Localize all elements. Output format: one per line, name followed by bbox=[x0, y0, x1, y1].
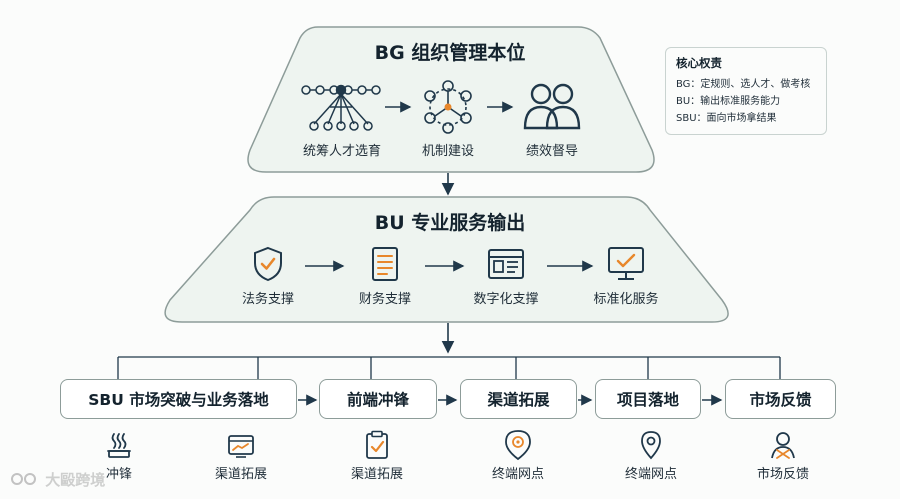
bg-trapezoid bbox=[247, 26, 655, 173]
shield-check-icon bbox=[250, 244, 286, 284]
watermark-logo-icon bbox=[11, 473, 36, 485]
mechanism-cycle-icon bbox=[418, 80, 478, 134]
top-item-label: 机制建设 bbox=[421, 144, 474, 159]
user-feedback-icon bbox=[767, 428, 799, 462]
location-target-icon bbox=[503, 428, 533, 462]
bottom-label: 市场反馈 bbox=[756, 467, 809, 482]
map-pin-icon bbox=[638, 428, 664, 462]
flow-box-frontline: 前端冲锋 bbox=[319, 379, 437, 419]
people-icon bbox=[522, 80, 582, 132]
bu-item-label: 数字化支撑 bbox=[473, 292, 539, 307]
monitor-check-icon bbox=[606, 244, 646, 284]
bu-title: BU 专业服务输出 bbox=[374, 212, 526, 234]
legend-box: 核心权责 BG：定规则、选人才、做考核 BU：输出标准服务能力 SBU：面向市场… bbox=[665, 47, 827, 135]
channel-screen-icon bbox=[226, 432, 256, 460]
flow-box-channel: 渠道拓展 bbox=[460, 379, 577, 419]
bottom-label: 渠道拓展 bbox=[214, 467, 267, 482]
bottom-label: 终端网点 bbox=[491, 467, 544, 482]
document-list-icon bbox=[367, 244, 403, 284]
watermark-text: 大毆跨境 bbox=[45, 471, 106, 489]
browser-window-icon bbox=[486, 246, 526, 282]
legend-line: BG：定规则、选人才、做考核 bbox=[676, 79, 811, 90]
bottom-label: 渠道拓展 bbox=[350, 467, 403, 482]
bg-title: BG 组织管理本位 bbox=[374, 42, 526, 64]
legend-title: 核心权责 bbox=[676, 56, 722, 70]
bu-trapezoid bbox=[164, 196, 729, 323]
bu-item-label: 标准化服务 bbox=[593, 292, 659, 307]
watermark: 大毆跨境 bbox=[10, 469, 105, 490]
org-tree-icon bbox=[300, 82, 382, 132]
flow-box-project: 项目落地 bbox=[595, 379, 701, 419]
legend-line: BU：输出标准服务能力 bbox=[676, 96, 781, 107]
clipboard-check-icon bbox=[362, 429, 392, 461]
flow-box-feedback: 市场反馈 bbox=[725, 379, 836, 419]
bottom-label: 冲锋 bbox=[105, 467, 132, 482]
bottom-label: 终端网点 bbox=[624, 467, 677, 482]
legend-line: SBU：面向市场拿结果 bbox=[676, 113, 777, 124]
flow-box-sbu: SBU 市场突破与业务落地 bbox=[60, 379, 297, 419]
steam-icon bbox=[104, 430, 134, 460]
top-item-label: 统筹人才选育 bbox=[302, 144, 381, 159]
top-item-label: 绩效督导 bbox=[525, 144, 578, 159]
bu-item-label: 法务支撑 bbox=[241, 292, 294, 307]
bu-item-label: 财务支撑 bbox=[358, 292, 411, 307]
